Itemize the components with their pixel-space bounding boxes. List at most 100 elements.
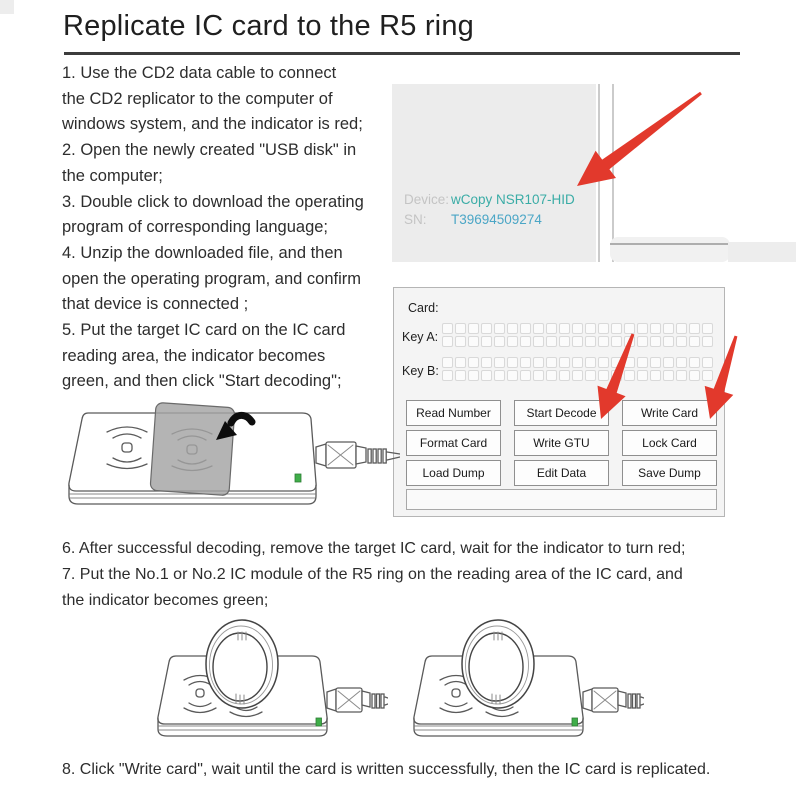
key-slot[interactable] (494, 370, 505, 381)
key-slot[interactable] (663, 336, 674, 347)
key-slot[interactable] (611, 323, 622, 334)
edit-data-button[interactable]: Edit Data (514, 460, 609, 486)
key-slot[interactable] (702, 370, 713, 381)
key-slot[interactable] (611, 357, 622, 368)
key-slot[interactable] (572, 323, 583, 334)
key-slot[interactable] (689, 336, 700, 347)
key-slot[interactable] (689, 370, 700, 381)
key-slot[interactable] (468, 336, 479, 347)
key-slot[interactable] (507, 323, 518, 334)
key-slot[interactable] (546, 336, 557, 347)
key-slot[interactable] (689, 357, 700, 368)
key-slot[interactable] (520, 336, 531, 347)
key-slot[interactable] (546, 370, 557, 381)
key-slot[interactable] (507, 357, 518, 368)
key-slot[interactable] (559, 323, 570, 334)
key-slot[interactable] (520, 370, 531, 381)
key-slot[interactable] (611, 336, 622, 347)
title-underline (64, 52, 740, 55)
key-slot[interactable] (702, 323, 713, 334)
key-slot[interactable] (650, 323, 661, 334)
key-slot[interactable] (663, 323, 674, 334)
key-slot[interactable] (650, 370, 661, 381)
key-slot[interactable] (468, 370, 479, 381)
key-slot[interactable] (676, 336, 687, 347)
key-slot[interactable] (650, 357, 661, 368)
key-slot[interactable] (559, 357, 570, 368)
key-slot[interactable] (455, 357, 466, 368)
key-slot[interactable] (520, 323, 531, 334)
key-slot[interactable] (494, 336, 505, 347)
key-slot[interactable] (650, 336, 661, 347)
key-slot[interactable] (702, 357, 713, 368)
key-slot[interactable] (442, 323, 453, 334)
key-slot[interactable] (481, 336, 492, 347)
key-slot[interactable] (572, 336, 583, 347)
key-slot[interactable] (611, 370, 622, 381)
key-slot[interactable] (533, 357, 544, 368)
key-slot[interactable] (624, 323, 635, 334)
key-slot[interactable] (637, 357, 648, 368)
start-decode-button[interactable]: Start Decode (514, 400, 609, 426)
status-bar[interactable] (406, 489, 717, 510)
key-slot[interactable] (598, 357, 609, 368)
key-slot[interactable] (598, 370, 609, 381)
key-slot[interactable] (624, 357, 635, 368)
read-number-button[interactable]: Read Number (406, 400, 501, 426)
key-slot[interactable] (533, 370, 544, 381)
key-slot[interactable] (585, 323, 596, 334)
key-slot[interactable] (533, 323, 544, 334)
key-slot[interactable] (637, 370, 648, 381)
key-slot[interactable] (455, 336, 466, 347)
key-slot[interactable] (585, 370, 596, 381)
key-slot[interactable] (481, 370, 492, 381)
key-slot[interactable] (494, 357, 505, 368)
format-card-button[interactable]: Format Card (406, 430, 501, 456)
key-slot[interactable] (637, 336, 648, 347)
write-card-button[interactable]: Write Card (622, 400, 717, 426)
key-slot[interactable] (546, 323, 557, 334)
key-slot[interactable] (533, 336, 544, 347)
key-slot[interactable] (585, 357, 596, 368)
key-slot[interactable] (481, 323, 492, 334)
key-slot[interactable] (494, 323, 505, 334)
key-slot[interactable] (455, 370, 466, 381)
key-slot[interactable] (468, 357, 479, 368)
key-slot[interactable] (468, 323, 479, 334)
screenshot-software-panel: Card: Key A: Key B: Read Number Start De… (393, 287, 725, 517)
reader-with-card-illustration (68, 402, 400, 505)
key-slot[interactable] (598, 336, 609, 347)
key-slot[interactable] (676, 357, 687, 368)
load-dump-button[interactable]: Load Dump (406, 460, 501, 486)
key-slot[interactable] (572, 370, 583, 381)
key-slot[interactable] (624, 336, 635, 347)
key-slot[interactable] (702, 336, 713, 347)
key-a-label: Key A: (402, 330, 439, 344)
key-slot[interactable] (689, 323, 700, 334)
key-slot[interactable] (572, 357, 583, 368)
key-slot[interactable] (676, 370, 687, 381)
window-divider-2 (612, 84, 614, 262)
key-slot[interactable] (624, 370, 635, 381)
key-slot[interactable] (481, 357, 492, 368)
write-gtu-button[interactable]: Write GTU (514, 430, 609, 456)
key-slot[interactable] (520, 357, 531, 368)
key-slot[interactable] (585, 336, 596, 347)
key-slot[interactable] (546, 357, 557, 368)
key-slot[interactable] (637, 323, 648, 334)
key-slot[interactable] (442, 336, 453, 347)
key-slot[interactable] (442, 370, 453, 381)
key-slot[interactable] (676, 323, 687, 334)
key-slot[interactable] (507, 336, 518, 347)
key-slot[interactable] (559, 336, 570, 347)
key-slot[interactable] (442, 357, 453, 368)
device-label: Device: (404, 192, 450, 207)
save-dump-button[interactable]: Save Dump (622, 460, 717, 486)
key-slot[interactable] (507, 370, 518, 381)
key-slot[interactable] (598, 323, 609, 334)
key-slot[interactable] (559, 370, 570, 381)
lock-card-button[interactable]: Lock Card (622, 430, 717, 456)
key-slot[interactable] (663, 370, 674, 381)
key-slot[interactable] (455, 323, 466, 334)
key-slot[interactable] (663, 357, 674, 368)
